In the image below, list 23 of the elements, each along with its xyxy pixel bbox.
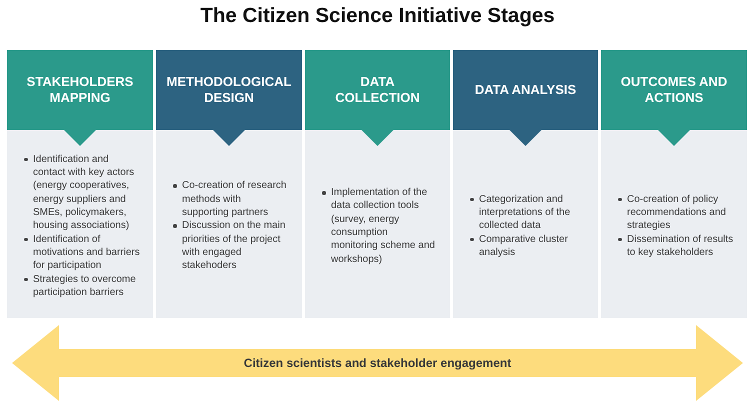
bullet-point-text: Identification of motivations and barriers for participation bbox=[33, 232, 141, 273]
stage-heading: STAKEHOLDERS MAPPING bbox=[26, 74, 134, 106]
stage-card bbox=[305, 50, 450, 318]
diagram-title: The Citizen Science Initiative Stages bbox=[200, 3, 555, 29]
stage-card bbox=[453, 50, 598, 318]
stage-card bbox=[156, 50, 302, 318]
stage-heading: METHODOLOGICAL DESIGN bbox=[166, 74, 292, 106]
bullet-point-text: Identification and contact with key actors (energy cooperatives, energy suppliers and SMEs, policymakers, housing associations) bbox=[33, 152, 136, 233]
bullet-point-text: Co-creation of policy recommendations and strategies bbox=[627, 192, 727, 233]
bullet-point-text: Comparative cluster analysis bbox=[479, 232, 569, 260]
stage-heading: DATA COLLECTION bbox=[334, 74, 421, 106]
stage-heading: DATA ANALYSIS bbox=[474, 82, 576, 98]
bullet-point-text: Implementation of the data collection tools (survey, energy consumption monitoring scheme and workshops) bbox=[331, 186, 436, 266]
double-arrow-band bbox=[12, 325, 743, 401]
stage-card bbox=[601, 50, 747, 318]
stage-heading: OUTCOMES AND ACTIONS bbox=[620, 74, 728, 106]
stage-card bbox=[7, 50, 153, 318]
bullet-point-text: Strategies to overcome participation barriers bbox=[33, 272, 137, 300]
bullet-point-text: Categorization and interpretations of the collected data bbox=[479, 192, 572, 233]
banner-label: Citizen scientists and stakeholder engagement bbox=[244, 356, 512, 370]
bullet-point-text: Dissemination of results to key stakeholders bbox=[627, 232, 734, 260]
bullet-point-text: Co-creation of research methods with supporting partners bbox=[182, 179, 288, 220]
bullet-point-text: Discussion on the main priorities of the project with engaged stakehoders bbox=[182, 219, 286, 273]
